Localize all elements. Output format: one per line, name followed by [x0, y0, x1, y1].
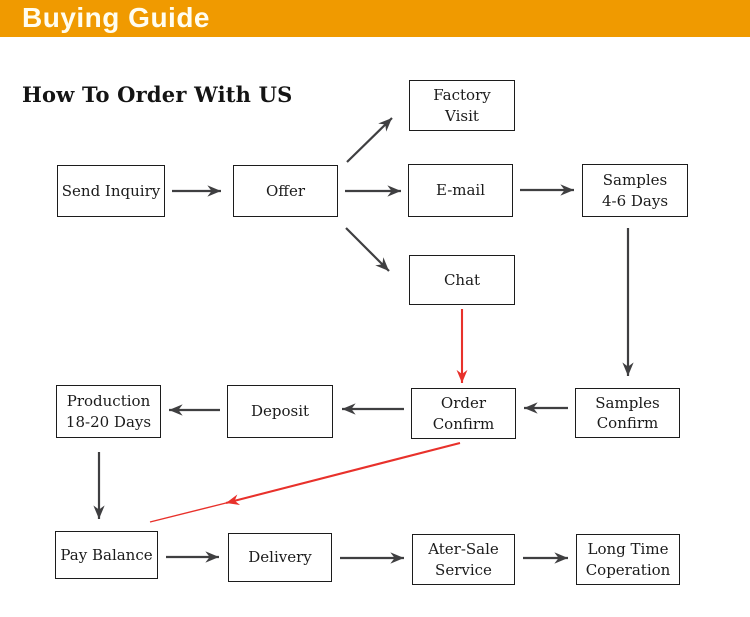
arrow-order-confirm-to-pay-balance [225, 441, 461, 506]
flow-box-production: Production 18-20 Days [56, 385, 161, 438]
arrow-offer-to-factory-visit [346, 117, 393, 163]
flow-box-factory-visit: Factory Visit [409, 80, 515, 131]
arrow-offer-to-chat [345, 227, 390, 272]
flow-box-samples-4-6-days: Samples 4-6 Days [582, 164, 688, 217]
arrow-order-confirm-to-pay-balance-tail [149, 502, 227, 523]
flow-box-delivery: Delivery [228, 533, 332, 582]
flow-box-deposit: Deposit [227, 385, 333, 438]
page-title: Buying Guide [22, 1, 210, 33]
flow-box-send-inquiry: Send Inquiry [57, 165, 165, 217]
flow-box-samples-confirm: Samples Confirm [575, 388, 680, 438]
flow-box-chat: Chat [409, 255, 515, 305]
section-heading: How To Order With US [22, 82, 293, 107]
flow-box-after-sale: Ater-Sale Service [412, 534, 515, 585]
header-bar: Buying Guide [0, 0, 750, 37]
flow-box-long-time: Long Time Coperation [576, 534, 680, 585]
flow-box-offer: Offer [233, 165, 338, 217]
flow-box-pay-balance: Pay Balance [55, 531, 158, 579]
flow-box-order-confirm: Order Confirm [411, 388, 516, 439]
flow-box-email: E-mail [408, 164, 513, 217]
